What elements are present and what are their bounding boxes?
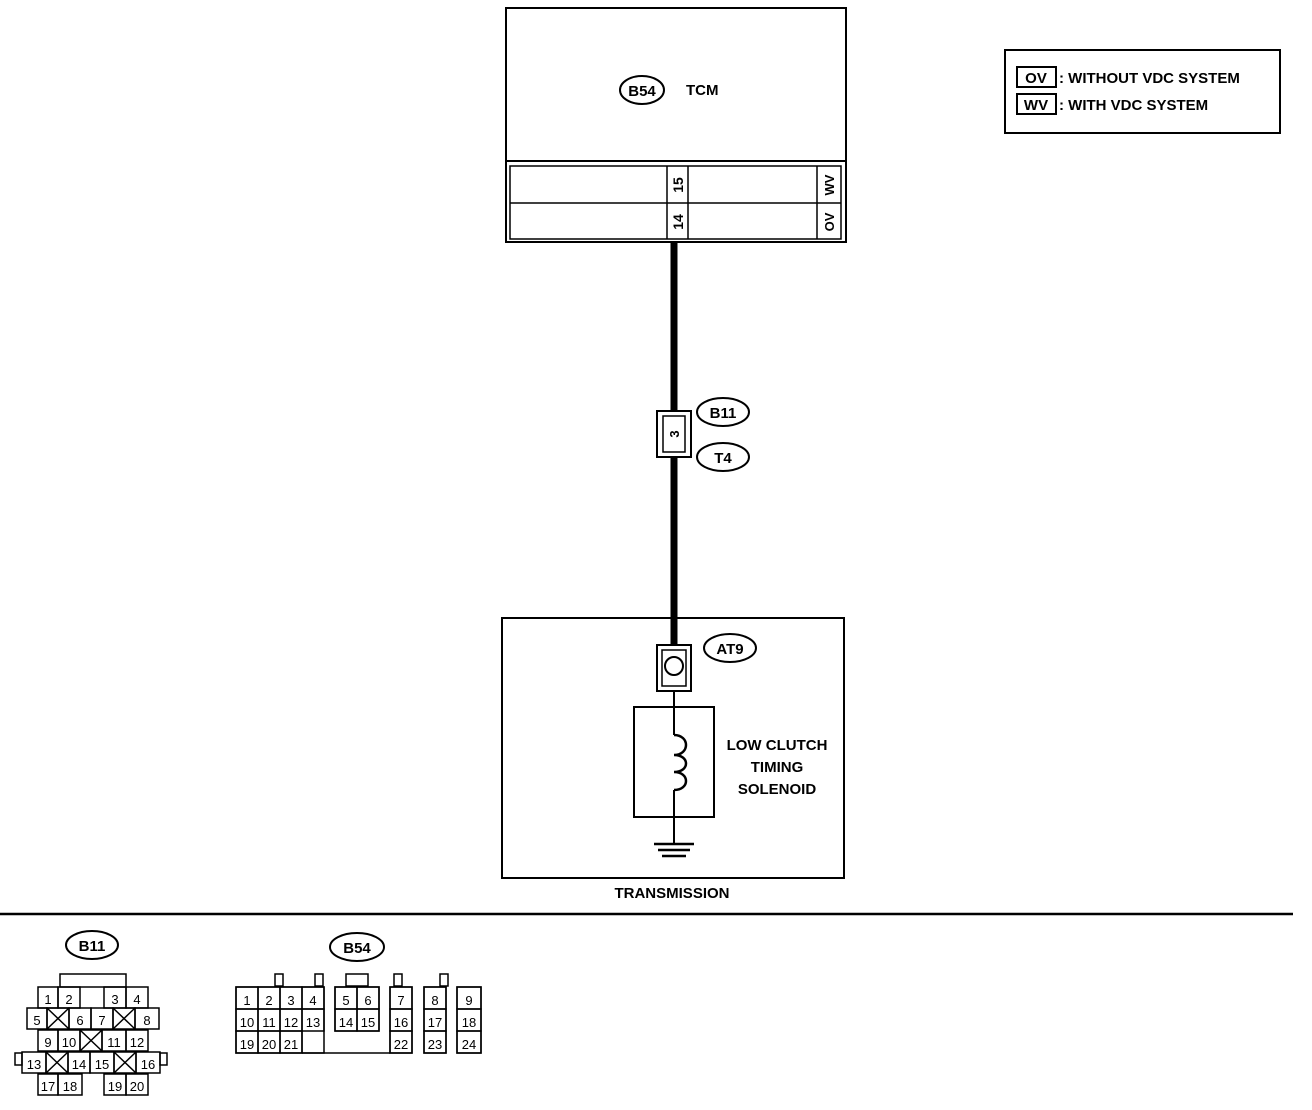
b54-pin-24: 24 — [462, 1037, 476, 1052]
b11-pin-18: 18 — [63, 1079, 77, 1094]
b54-pin-13: 13 — [306, 1015, 320, 1030]
legend-code-ov: OV — [1025, 70, 1047, 87]
b11-pin-5: 5 — [33, 1013, 40, 1028]
b11-pin-20-cell — [125, 1073, 149, 1096]
b11-pin-14: 14 — [72, 1057, 86, 1072]
joint-pin: 3 — [667, 430, 682, 437]
b54-pin-21: 21 — [284, 1037, 298, 1052]
b54-pin-17: 17 — [428, 1015, 442, 1030]
joint-upper-code: B11 — [710, 405, 737, 422]
b11-pin-19: 19 — [108, 1079, 122, 1094]
tcm-connector-badge: B54 — [619, 75, 665, 105]
b54-pin-22-cell — [389, 1030, 413, 1054]
blank-pin-cross — [113, 1051, 137, 1074]
b54-pin-3: 3 — [287, 993, 294, 1008]
b11-pin-8-cell — [134, 1007, 160, 1030]
solenoid-label-line-2: TIMING — [751, 759, 804, 776]
b11-pin-16-cell — [135, 1051, 161, 1074]
b54-pin-10: 10 — [240, 1015, 254, 1030]
b54-pin-20: 20 — [262, 1037, 276, 1052]
tcm-label: TCM — [686, 82, 719, 99]
b54-pin-23: 23 — [428, 1037, 442, 1052]
b54-pin-4: 4 — [309, 993, 316, 1008]
blank-pin-cross — [46, 1007, 70, 1030]
blank-pin-cross — [79, 1029, 103, 1052]
legend-code-wv: WV — [1024, 97, 1048, 114]
ground-icon — [654, 842, 694, 858]
tcm-pin-15: 15 — [670, 177, 686, 193]
b54-pin-13-cell — [301, 1008, 325, 1032]
solenoid-label-line-3: SOLENOID — [738, 781, 817, 798]
b11-pin-13: 13 — [27, 1057, 41, 1072]
legend-text-ov: : WITHOUT VDC SYSTEM — [1059, 70, 1240, 87]
b11-pin-1: 1 — [44, 992, 51, 1007]
b11-pin-15: 15 — [95, 1057, 109, 1072]
tcm-unit: B54 TCM 15 14 WV OV — [505, 7, 847, 243]
solenoid-coil-icon — [673, 733, 688, 792]
b11-pin-2: 2 — [65, 992, 72, 1007]
b11-pin-18-cell — [57, 1073, 83, 1096]
b54-pin-12: 12 — [284, 1015, 298, 1030]
b54-pin-19: 19 — [240, 1037, 254, 1052]
b11-pin-10: 10 — [62, 1035, 76, 1050]
b54-pin-8: 8 — [431, 993, 438, 1008]
b54-pin-2: 2 — [265, 993, 272, 1008]
b11-pin-4: 4 — [133, 992, 140, 1007]
b54-pin-7: 7 — [397, 993, 404, 1008]
legend: OV : WITHOUT VDC SYSTEM WV : WITH VDC SY… — [1004, 49, 1281, 134]
blank-pin-cross — [45, 1051, 69, 1074]
solenoid-label-line-1: LOW CLUTCH — [727, 737, 828, 754]
b54-pin-21-cell — [279, 1030, 303, 1054]
b11-pin-16: 16 — [141, 1057, 155, 1072]
at9-connector-code: AT9 — [716, 641, 743, 658]
legend-text-wv: : WITH VDC SYSTEM — [1059, 97, 1208, 114]
blank-pin-cross — [112, 1007, 136, 1030]
b11-pin-20: 20 — [130, 1079, 144, 1094]
b54-pin-22: 22 — [394, 1037, 408, 1052]
tcm-connector-code: B54 — [628, 83, 656, 100]
b54-pin-18: 18 — [462, 1015, 476, 1030]
b54-view-title: B54 — [343, 940, 371, 957]
b54-pin-16: 16 — [394, 1015, 408, 1030]
b11-pin-3: 3 — [111, 992, 118, 1007]
b54-pin-14: 14 — [339, 1015, 353, 1030]
tcm-pin-14-variant: OV — [822, 212, 837, 231]
joint-connector: 3 B11 T4 — [656, 397, 750, 472]
b11-pin-17: 17 — [41, 1079, 55, 1094]
b11-pin-9: 9 — [44, 1035, 51, 1050]
b11-pin-8: 8 — [143, 1013, 150, 1028]
b54-pin-15: 15 — [361, 1015, 375, 1030]
b54-pin-1: 1 — [243, 993, 250, 1008]
b54-pin-11: 11 — [262, 1015, 276, 1030]
b11-pin-12: 12 — [130, 1035, 144, 1050]
b54-pin-24-cell — [456, 1030, 482, 1054]
b11-view-title: B11 — [79, 938, 106, 955]
transmission-unit: AT9 LOW CLUTCH TIMING SOLENOID TRANSMISS… — [501, 617, 845, 902]
b11-pin-6: 6 — [76, 1013, 83, 1028]
b11-pin-11: 11 — [107, 1035, 121, 1050]
transmission-label: TRANSMISSION — [614, 885, 729, 902]
b54-pin-6: 6 — [364, 993, 371, 1008]
b11-pin-7: 7 — [98, 1013, 105, 1028]
joint-lower-code: T4 — [714, 450, 732, 467]
tcm-pin-14: 14 — [670, 214, 686, 230]
b54-housing-outline — [301, 1031, 390, 1054]
b54-pin-23-cell — [423, 1030, 447, 1054]
b54-pin-5: 5 — [342, 993, 349, 1008]
b54-pin-15-cell — [356, 1008, 380, 1032]
tcm-pin-15-variant: WV — [822, 174, 837, 195]
b54-pin-9: 9 — [465, 993, 472, 1008]
b11-pin-12-cell — [125, 1029, 149, 1052]
